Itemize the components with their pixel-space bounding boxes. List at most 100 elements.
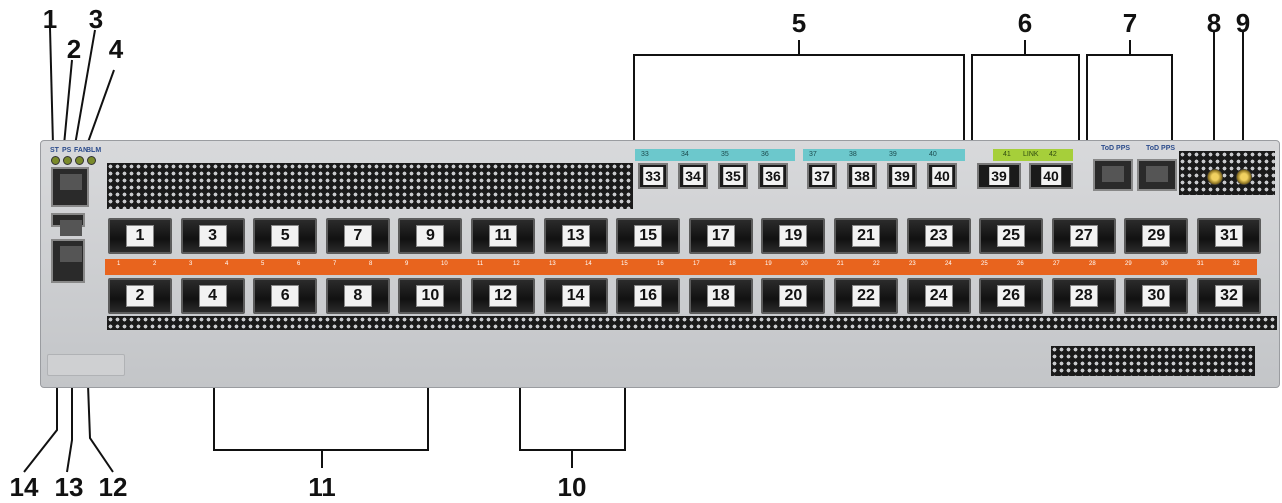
port-number-label: 1 xyxy=(126,225,154,247)
port-number-label: 24 xyxy=(924,285,953,307)
sfp-port-7[interactable]: 7 xyxy=(325,218,390,254)
qsfp-port-33[interactable]: 33 xyxy=(638,163,668,189)
qsfp-port-35[interactable]: 35 xyxy=(718,163,748,189)
qsfp-port-38[interactable]: 38 xyxy=(847,163,877,189)
leader-7 xyxy=(1086,54,1173,147)
sfp-port-5[interactable]: 5 xyxy=(253,218,318,254)
strip-label-25: 25 xyxy=(981,261,988,267)
strip-label-27: 27 xyxy=(1053,261,1060,267)
uplink-port-39[interactable]: 39 xyxy=(977,163,1021,189)
port-number-label: 15 xyxy=(634,225,663,247)
sfp-port-17[interactable]: 17 xyxy=(688,218,753,254)
port-number-label: 32 xyxy=(1215,285,1243,307)
sma-connector-9[interactable] xyxy=(1236,169,1252,185)
port-number-label: 12 xyxy=(489,285,517,307)
sfp-port-24[interactable]: 24 xyxy=(906,278,971,314)
management-ethernet-port[interactable] xyxy=(51,167,89,207)
sfp-port-12[interactable]: 12 xyxy=(471,278,535,314)
strip-label-5: 5 xyxy=(261,261,265,267)
port-number-label: 14 xyxy=(561,285,590,307)
port-number-label: 22 xyxy=(852,285,880,307)
sfp-port-14[interactable]: 14 xyxy=(543,278,608,314)
qsfp-port-37[interactable]: 37 xyxy=(807,163,837,189)
sfp-port-22[interactable]: 22 xyxy=(834,278,898,314)
callout-3: 3 xyxy=(88,4,104,34)
sma-connector-8[interactable] xyxy=(1207,169,1223,185)
sfp-port-13[interactable]: 13 xyxy=(543,218,608,254)
sfp-port-19[interactable]: 19 xyxy=(761,218,826,254)
sfp-port-15[interactable]: 15 xyxy=(616,218,681,254)
callout-8: 8 xyxy=(1206,8,1222,38)
vent-bottom xyxy=(107,316,1277,330)
sfp-port-16[interactable]: 16 xyxy=(616,278,681,314)
sfp-port-28[interactable]: 28 xyxy=(1051,278,1116,314)
port-number-label: 16 xyxy=(634,285,663,307)
strip-label-11: 11 xyxy=(477,261,484,267)
callout-4: 4 xyxy=(108,34,124,64)
sfp-port-11[interactable]: 11 xyxy=(471,218,535,254)
strip-label-26: 26 xyxy=(1017,261,1024,267)
switch-chassis: ST PS FAN BLM 33 34 35 36 37 38 39 40 33… xyxy=(40,140,1280,388)
sfp-port-27[interactable]: 27 xyxy=(1051,218,1116,254)
port-number-label: 27 xyxy=(1069,225,1098,247)
port-number-label: 31 xyxy=(1215,225,1243,247)
callout-5: 5 xyxy=(791,8,807,38)
sfp-port-31[interactable]: 31 xyxy=(1197,218,1261,254)
status-led-1 xyxy=(51,156,60,165)
callout-12: 12 xyxy=(98,472,128,502)
sfp-port-4[interactable]: 4 xyxy=(180,278,245,314)
sfp-port-26[interactable]: 26 xyxy=(979,278,1044,314)
sfp-port-25[interactable]: 25 xyxy=(979,218,1044,254)
strip-label-1: 1 xyxy=(117,261,121,267)
strip-label-23: 23 xyxy=(909,261,916,267)
tod-pps-port-2[interactable] xyxy=(1137,159,1177,191)
qsfp-port-34[interactable]: 34 xyxy=(678,163,708,189)
sfp-port-30[interactable]: 30 xyxy=(1124,278,1189,314)
status-led-3 xyxy=(75,156,84,165)
status-led-4 xyxy=(87,156,96,165)
strip-label-32: 32 xyxy=(1233,261,1240,267)
uplink-port-40[interactable]: 40 xyxy=(1029,163,1073,189)
port-number-label: 25 xyxy=(997,225,1026,247)
sfp-port-3[interactable]: 3 xyxy=(180,218,245,254)
leader-2 xyxy=(63,59,73,146)
tod-pps-port-1[interactable] xyxy=(1093,159,1133,191)
strip-label-29: 29 xyxy=(1125,261,1132,267)
qsfp-port-39[interactable]: 39 xyxy=(887,163,917,189)
sfp-port-23[interactable]: 23 xyxy=(906,218,971,254)
port-number-label: 11 xyxy=(489,225,517,247)
sfp-port-21[interactable]: 21 xyxy=(834,218,898,254)
strip-label-22: 22 xyxy=(873,261,880,267)
callout-14: 14 xyxy=(9,472,39,502)
strip-label-21: 21 xyxy=(837,261,844,267)
sfp-port-2[interactable]: 2 xyxy=(108,278,172,314)
sfp-port-6[interactable]: 6 xyxy=(253,278,318,314)
console-port[interactable] xyxy=(51,239,85,283)
usb-port[interactable] xyxy=(51,213,85,236)
strip-label-14: 14 xyxy=(585,261,592,267)
sfp-port-10[interactable]: 10 xyxy=(398,278,463,314)
qsfp-port-40[interactable]: 40 xyxy=(927,163,957,189)
strip-label-15: 15 xyxy=(621,261,628,267)
port-number-label: 19 xyxy=(779,225,808,247)
sfp-port-29[interactable]: 29 xyxy=(1124,218,1189,254)
sfp-port-8[interactable]: 8 xyxy=(325,278,390,314)
tod-pps-label-2: ToD PPS xyxy=(1146,145,1176,152)
strip-label-24: 24 xyxy=(945,261,952,267)
vent-bottom-right xyxy=(1051,346,1255,376)
port-number-label: 7 xyxy=(343,225,372,247)
port-number-label: 23 xyxy=(924,225,953,247)
strip-label-10: 10 xyxy=(441,261,448,267)
sfp-port-18[interactable]: 18 xyxy=(688,278,753,314)
sfp-port-9[interactable]: 9 xyxy=(398,218,463,254)
vent-top-right xyxy=(1179,151,1275,195)
qsfp-port-36[interactable]: 36 xyxy=(758,163,788,189)
callout-2: 2 xyxy=(66,34,82,64)
strip-label-3: 3 xyxy=(189,261,193,267)
sfp-port-1[interactable]: 1 xyxy=(108,218,172,254)
sfp-port-20[interactable]: 20 xyxy=(761,278,826,314)
port-number-label: 28 xyxy=(1069,285,1098,307)
status-led-label-st: ST xyxy=(50,147,59,154)
sfp-port-32[interactable]: 32 xyxy=(1197,278,1261,314)
